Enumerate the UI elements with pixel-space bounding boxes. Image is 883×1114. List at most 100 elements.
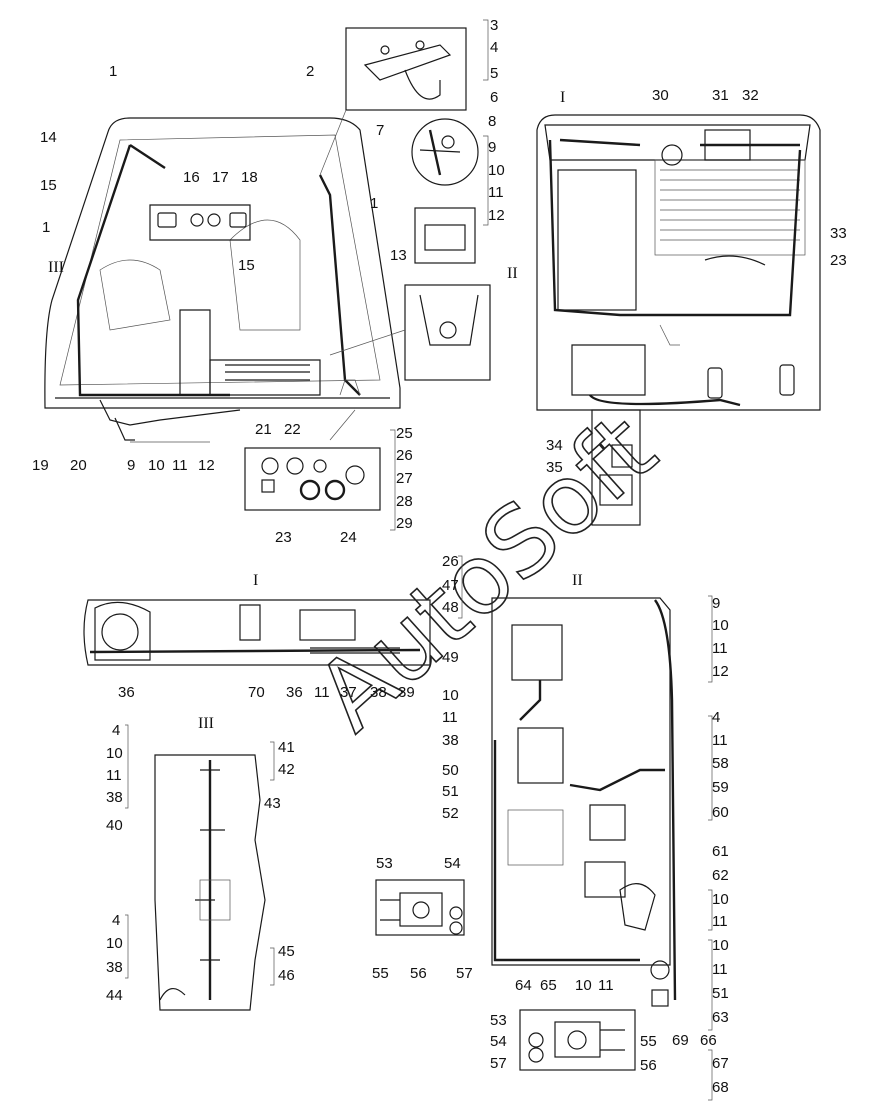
section-II-detail [491, 597, 677, 1007]
callout-26: 26 [396, 447, 413, 464]
callout-68: 68 [712, 1079, 729, 1096]
callout-56b: 56 [640, 1057, 657, 1074]
view-label-I-top: I [560, 89, 565, 106]
callout-50: 50 [442, 762, 459, 779]
callout-11d: 11 [106, 767, 122, 784]
callout-23: 23 [275, 529, 292, 546]
callout-10c: 10 [106, 745, 123, 762]
callout-67: 67 [712, 1055, 729, 1072]
callout-25: 25 [396, 425, 413, 442]
view-label-III-mid: III [198, 715, 214, 732]
callout-1: 1 [109, 63, 117, 80]
callout-12c: 12 [712, 663, 729, 680]
callout-51: 51 [442, 783, 459, 800]
callout-17: 17 [212, 169, 229, 186]
callout-11i: 11 [712, 961, 728, 978]
callout-24: 24 [340, 529, 357, 546]
callout-62: 62 [712, 867, 729, 884]
callout-16: 16 [183, 169, 200, 186]
callout-38b: 38 [106, 789, 123, 806]
callout-10: 10 [488, 162, 505, 179]
callout-10e: 10 [712, 617, 729, 634]
callout-38c: 38 [106, 959, 123, 976]
cab-side-view [44, 117, 401, 441]
callout-36b: 36 [286, 684, 303, 701]
callout-33: 33 [830, 225, 847, 242]
callout-45: 45 [278, 943, 295, 960]
callout-39: 39 [398, 684, 415, 701]
inset-clamp-detail [411, 118, 479, 186]
callout-46: 46 [278, 967, 295, 984]
callout-10h: 10 [712, 937, 729, 954]
callout-11j: 11 [598, 977, 614, 994]
callout-69: 69 [672, 1032, 689, 1049]
inset-top-lamp [319, 27, 467, 176]
callout-32: 32 [742, 87, 759, 104]
callout-1c: 1 [42, 219, 50, 236]
callout-41: 41 [278, 739, 295, 756]
callout-21: 21 [255, 421, 272, 438]
callout-11g: 11 [712, 732, 728, 749]
callout-70: 70 [248, 684, 265, 701]
callout-48: 48 [442, 599, 459, 616]
callout-14: 14 [40, 129, 57, 146]
callout-22: 22 [284, 421, 301, 438]
callout-34: 34 [546, 437, 563, 454]
callout-36: 36 [118, 684, 135, 701]
callout-9c: 9 [712, 595, 720, 612]
callout-35: 35 [546, 459, 563, 476]
cab-rear-view [536, 114, 821, 526]
callout-57: 57 [456, 965, 473, 982]
relay-inset-bottom [519, 1009, 636, 1071]
callout-3: 3 [490, 17, 498, 34]
callout-12: 12 [488, 207, 505, 224]
relay-inset-left [375, 879, 465, 936]
callout-47: 47 [442, 577, 459, 594]
callout-23b: 23 [830, 252, 847, 269]
callout-10f: 10 [442, 687, 459, 704]
callout-65: 65 [540, 977, 557, 994]
callout-53: 53 [376, 855, 393, 872]
callout-10b: 10 [148, 457, 165, 474]
callout-10i: 10 [575, 977, 592, 994]
callout-6: 6 [490, 89, 498, 106]
callout-61: 61 [712, 843, 729, 860]
callout-26b: 26 [442, 553, 459, 570]
callout-11b: 11 [172, 457, 188, 474]
callout-66: 66 [700, 1032, 717, 1049]
callout-2: 2 [306, 63, 314, 80]
callout-4: 4 [490, 39, 498, 56]
callout-43: 43 [264, 795, 281, 812]
callout-15: 15 [40, 177, 57, 194]
callout-7: 7 [376, 122, 384, 139]
control-panel-view [244, 409, 381, 511]
callout-56: 56 [410, 965, 427, 982]
callout-11h: 11 [712, 913, 728, 930]
view-label-II-top: II [507, 265, 518, 282]
callout-27: 27 [396, 470, 413, 487]
callout-49: 49 [442, 649, 459, 666]
callout-44: 44 [106, 987, 123, 1004]
callout-54b: 54 [490, 1033, 507, 1050]
callout-38d: 38 [442, 732, 459, 749]
callout-10d: 10 [106, 935, 123, 952]
callout-40: 40 [106, 817, 123, 834]
view-label-II: II [572, 572, 583, 589]
callout-64: 64 [515, 977, 532, 994]
callout-42: 42 [278, 761, 295, 778]
callout-11e: 11 [712, 640, 728, 657]
callout-52: 52 [442, 805, 459, 822]
callout-18: 18 [241, 169, 258, 186]
callout-51b: 51 [712, 985, 729, 1002]
callout-63: 63 [712, 1009, 729, 1026]
callout-29: 29 [396, 515, 413, 532]
callout-53b: 53 [490, 1012, 507, 1029]
section-III-detail [154, 754, 266, 1011]
callout-28: 28 [396, 493, 413, 510]
callout-5: 5 [490, 65, 498, 82]
callout-59: 59 [712, 779, 729, 796]
callout-9b: 9 [127, 457, 135, 474]
callout-11c: 11 [314, 684, 330, 701]
callout-37: 37 [340, 684, 357, 701]
